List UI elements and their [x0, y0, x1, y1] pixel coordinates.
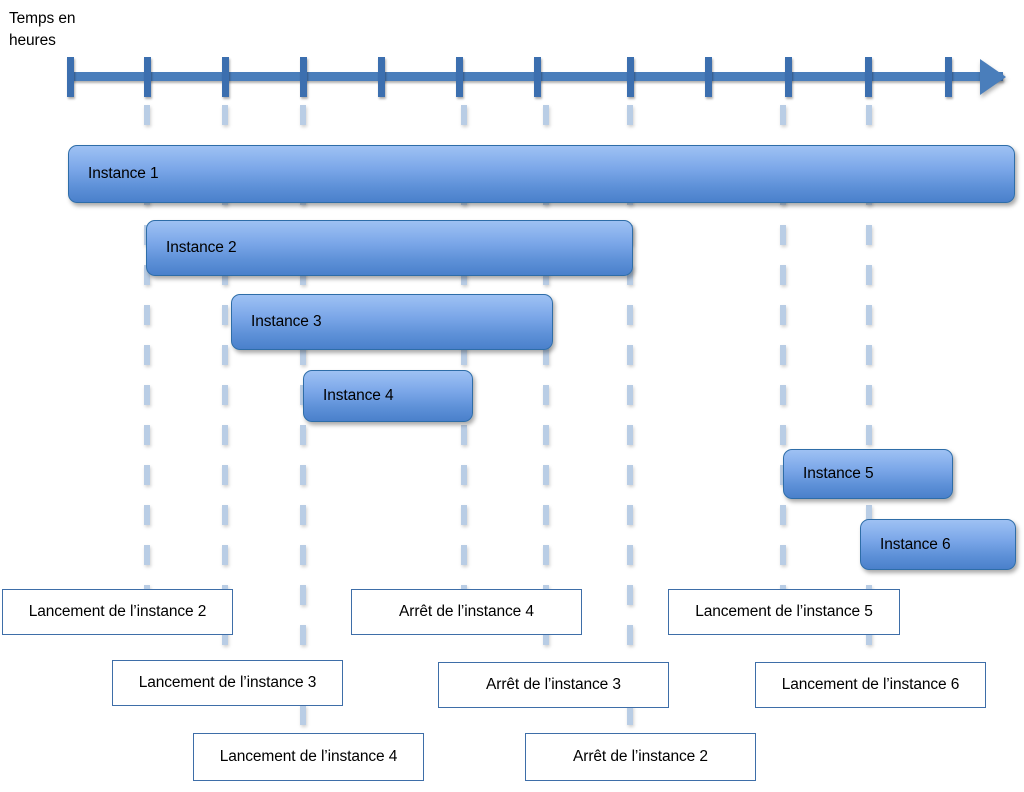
- event-box-label: Lancement de l’instance 4: [219, 748, 398, 765]
- axis-tick-11: [865, 57, 872, 97]
- guide-stop-instance-3: [543, 105, 549, 665]
- axis-tick-5: [378, 57, 385, 97]
- instance-bar-2[interactable]: Instance 2: [146, 220, 633, 276]
- guide-stop-instance-2: [627, 105, 633, 739]
- axis-tick-9: [705, 57, 712, 97]
- axis-arrowhead-icon: [980, 59, 1006, 95]
- event-box-label: Arrêt de l’instance 3: [486, 676, 621, 693]
- instance-bar-1[interactable]: Instance 1: [68, 145, 1015, 203]
- axis-tick-8: [627, 57, 634, 97]
- event-box-6[interactable]: Lancement de l’instance 6: [755, 662, 986, 708]
- instance-bar-label: Instance 1: [88, 165, 159, 182]
- instance-bar-label: Instance 4: [323, 387, 394, 404]
- event-box-label: Lancement de l’instance 6: [781, 676, 960, 693]
- instance-bar-label: Instance 6: [880, 535, 951, 553]
- event-box-label: Lancement de l’instance 5: [695, 603, 873, 620]
- axis-tick-10: [785, 57, 792, 97]
- axis-tick-1: [67, 57, 74, 97]
- event-box-1[interactable]: Lancement de l’instance 2: [2, 589, 233, 635]
- axis-tick-7: [534, 57, 541, 97]
- guide-launch-instance-2: [144, 105, 150, 592]
- instance-bar-label: Instance 5: [803, 465, 874, 482]
- event-box-2[interactable]: Arrêt de l’instance 4: [351, 589, 582, 635]
- instance-bar-label: Instance 2: [166, 239, 237, 256]
- event-box-4[interactable]: Lancement de l’instance 3: [112, 660, 343, 706]
- guide-launch-instance-3: [222, 105, 228, 663]
- instance-bar-4[interactable]: Instance 4: [303, 370, 473, 422]
- event-box-label: Arrêt de l’instance 2: [573, 748, 708, 765]
- axis-title: Temps en heures: [9, 10, 76, 49]
- instance-bar-5[interactable]: Instance 5: [783, 449, 953, 499]
- event-box-5[interactable]: Arrêt de l’instance 3: [438, 662, 669, 708]
- event-box-3[interactable]: Lancement de l’instance 5: [668, 589, 900, 635]
- event-box-label: Arrêt de l’instance 4: [399, 603, 534, 620]
- instance-bar-6[interactable]: Instance 6: [860, 519, 1016, 570]
- event-box-label: Lancement de l’instance 3: [138, 674, 317, 691]
- event-box-label: Lancement de l’instance 2: [28, 603, 207, 620]
- instance-bar-3[interactable]: Instance 3: [231, 294, 553, 350]
- guide-launch-instance-6: [866, 105, 872, 665]
- axis-tick-3: [222, 57, 229, 97]
- axis-tick-2: [144, 57, 151, 97]
- guide-launch-instance-5: [780, 105, 786, 592]
- axis-tick-12: [945, 57, 952, 97]
- event-box-7[interactable]: Lancement de l’instance 4: [193, 733, 424, 781]
- instance-bar-label: Instance 3: [251, 313, 322, 330]
- guide-launch-instance-4: [300, 105, 306, 737]
- event-box-8[interactable]: Arrêt de l’instance 2: [525, 733, 756, 781]
- axis-tick-6: [456, 57, 463, 97]
- axis-tick-4: [300, 57, 307, 97]
